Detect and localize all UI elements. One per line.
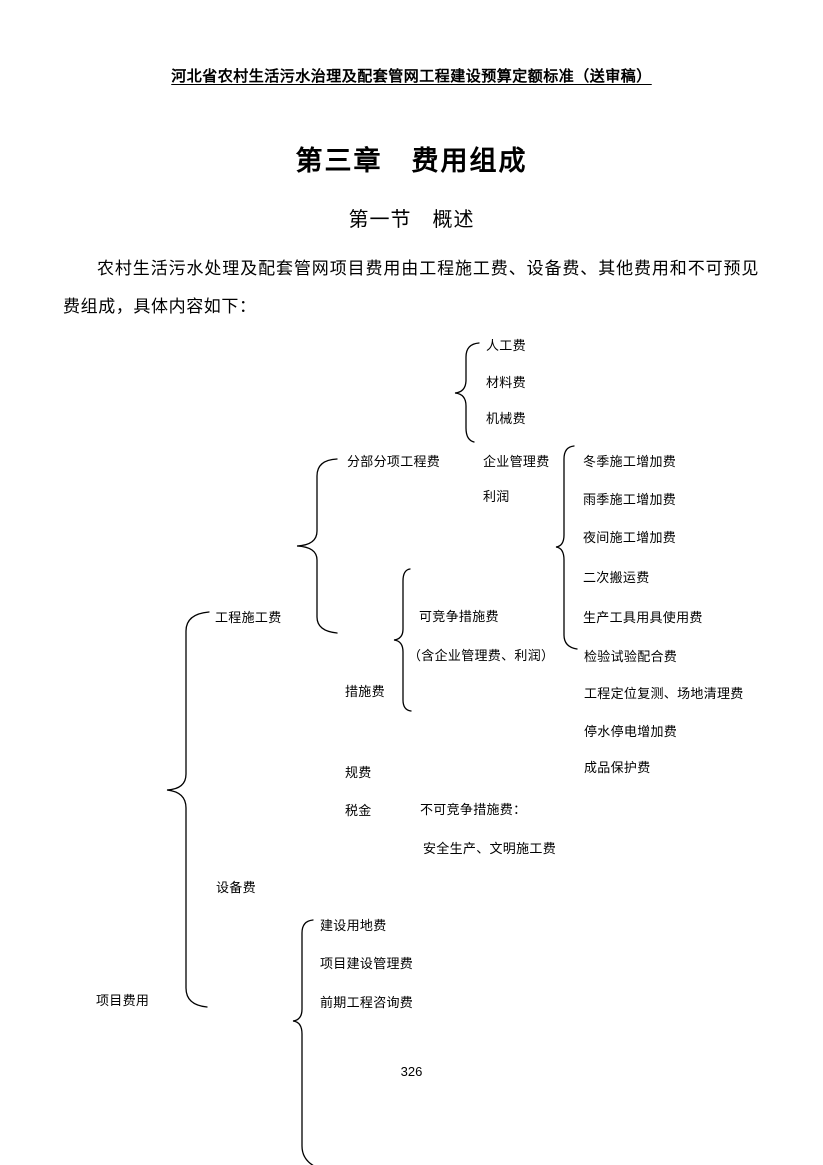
section-title: 第一节 概述 (348, 209, 475, 231)
brace-divisional-works-items (454, 342, 480, 443)
node-material-cost: 材料费 (486, 375, 526, 390)
node-equipment-cost: 设备费 (216, 880, 256, 895)
node-construction-cost: 工程施工费 (215, 610, 282, 625)
node-construction-land-cost: 建设用地费 (320, 918, 387, 933)
brace-construction-cost-items (296, 458, 338, 634)
node-safety-civilized-construction-cost: 安全生产、文明施工费 (423, 841, 557, 856)
intro-paragraph: 农村生活污水处理及配套管网项目费用由工程施工费、设备费、其他费用和不可预见费组成… (63, 259, 759, 316)
page-number: 326 (400, 1064, 423, 1079)
node-project-construction-management-cost: 项目建设管理费 (320, 956, 414, 971)
brace-competitive-measure-items (555, 445, 578, 650)
document-header-text: 河北省农村生活污水治理及配套管网工程建设预算定额标准（送审稿） (171, 69, 652, 85)
node-rainy-season-construction-cost: 雨季施工增加费 (583, 492, 677, 507)
node-enterprise-management-cost: 企业管理费 (483, 454, 550, 469)
node-non-competitive-measure-cost: 不可竞争措施费： (420, 802, 527, 817)
node-inspection-test-cost: 检验试验配合费 (584, 649, 678, 664)
brace-measure-cost-items (393, 568, 412, 712)
node-competitive-measure-cost: 可竞争措施费 (419, 609, 499, 624)
node-site-survey-cleanup-cost: 工程定位复测、场地清理费 (584, 686, 744, 701)
node-production-tools-cost: 生产工具用具使用费 (583, 610, 703, 625)
node-finished-product-protection-cost: 成品保护费 (584, 760, 651, 775)
node-project-cost: 项目费用 (96, 993, 150, 1008)
node-statutory-fees: 规费 (345, 765, 372, 780)
brace-project-cost-items (166, 611, 210, 1008)
chapter-title: 第三章 费用组成 (295, 146, 528, 176)
brace-other-cost-items (292, 919, 314, 1165)
node-profit: 利润 (483, 489, 510, 504)
node-water-power-outage-cost: 停水停电增加费 (584, 724, 678, 739)
node-night-construction-cost: 夜间施工增加费 (583, 530, 677, 545)
node-labor-cost: 人工费 (486, 338, 526, 353)
node-divisional-works-cost: 分部分项工程费 (347, 454, 441, 469)
node-tax: 税金 (345, 803, 372, 818)
node-measure-cost: 措施费 (345, 684, 385, 699)
node-secondary-handling-cost: 二次搬运费 (583, 570, 650, 585)
document-header: 河北省农村生活污水治理及配套管网工程建设预算定额标准（送审稿） (0, 65, 823, 86)
node-winter-construction-cost: 冬季施工增加费 (583, 454, 677, 469)
node-machinery-cost: 机械费 (486, 411, 526, 426)
node-preliminary-engineering-consulting-cost: 前期工程咨询费 (320, 995, 414, 1010)
node-competitive-measure-note: （含企业管理费、利润） (408, 648, 555, 663)
